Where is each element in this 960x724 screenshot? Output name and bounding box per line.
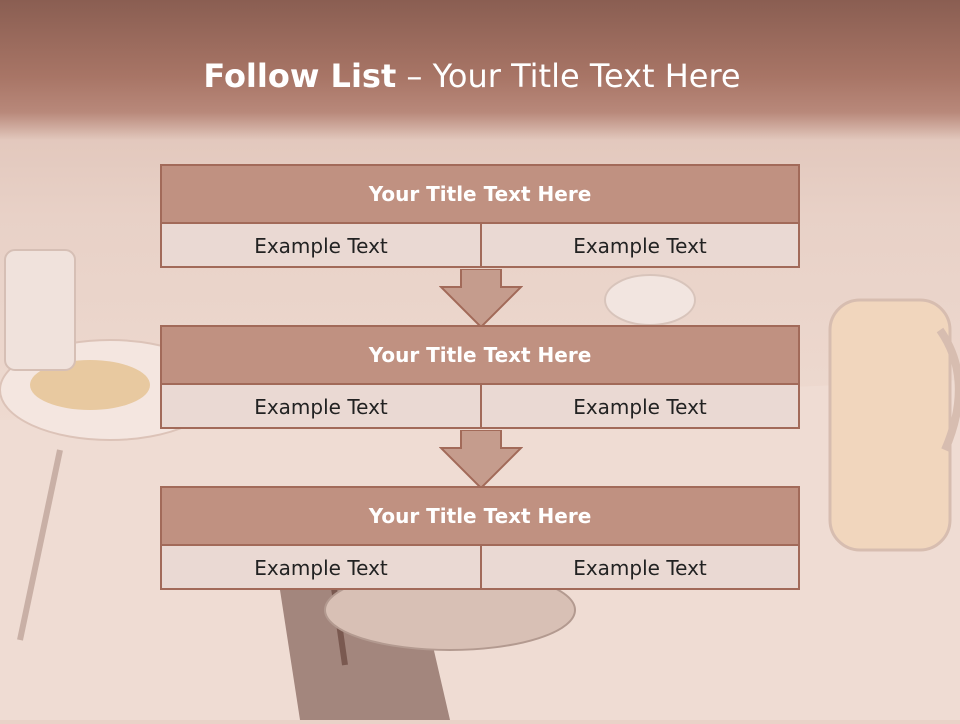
follow-list-box-1: Your Title Text Here Example Text Exampl… bbox=[160, 164, 800, 268]
box-text-right: Example Text bbox=[573, 556, 707, 580]
box-text-left: Example Text bbox=[162, 385, 482, 429]
slide-title: Follow List – Your Title Text Here bbox=[0, 54, 944, 98]
slide-header-band bbox=[0, 0, 960, 140]
down-arrow-icon bbox=[439, 269, 523, 329]
box-title: Your Title Text Here bbox=[162, 327, 798, 385]
follow-list-box-2: Your Title Text Here Example Text Exampl… bbox=[160, 325, 800, 429]
box-title: Your Title Text Here bbox=[162, 488, 798, 546]
box-title: Your Title Text Here bbox=[162, 166, 798, 224]
box-text-right: Example Text bbox=[573, 395, 707, 419]
box-text-left: Example Text bbox=[162, 546, 482, 590]
box-text-left: Example Text bbox=[162, 224, 482, 268]
down-arrow-icon bbox=[439, 430, 523, 490]
box-text-right: Example Text bbox=[573, 234, 707, 258]
follow-list-box-3: Your Title Text Here Example Text Exampl… bbox=[160, 486, 800, 590]
title-bold: Follow List bbox=[203, 57, 397, 95]
title-rest: – Your Title Text Here bbox=[396, 57, 741, 95]
